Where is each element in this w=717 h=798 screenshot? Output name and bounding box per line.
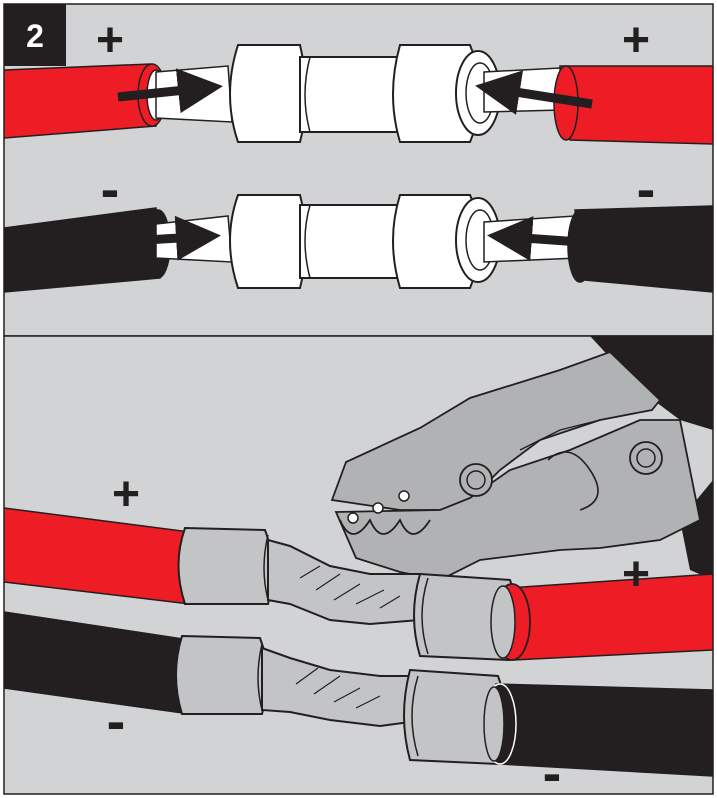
butt-connector-icon [175, 634, 507, 766]
red-wire-row [4, 44, 713, 145]
insert-arrow-icon [117, 68, 223, 114]
bottom-panel: + + - - [3, 335, 714, 798]
insert-arrow-icon [145, 215, 221, 261]
step-number: 2 [26, 18, 44, 54]
butt-connector-icon [229, 44, 501, 143]
top-black-left-label: - [101, 157, 120, 220]
top-red-left-label: + [96, 14, 124, 67]
butt-connector-icon [229, 194, 501, 289]
bottom-black-left-label: - [107, 689, 126, 752]
step-badge [4, 4, 66, 66]
bottom-red-left-label: + [112, 468, 140, 521]
top-black-right-label: - [637, 157, 656, 220]
bottom-black-right-label: - [543, 741, 562, 798]
black-wire-row [4, 194, 713, 293]
insert-arrow-icon [487, 216, 581, 262]
bottom-red-right-label: + [622, 548, 650, 601]
black-wire-right-crimped [495, 683, 713, 777]
insert-arrow-icon [475, 70, 593, 115]
top-panel: 2 + + - - [3, 3, 714, 337]
red-wire-left [4, 63, 157, 139]
red-wire-right-crimped [507, 573, 713, 661]
top-red-right-label: + [622, 14, 650, 67]
